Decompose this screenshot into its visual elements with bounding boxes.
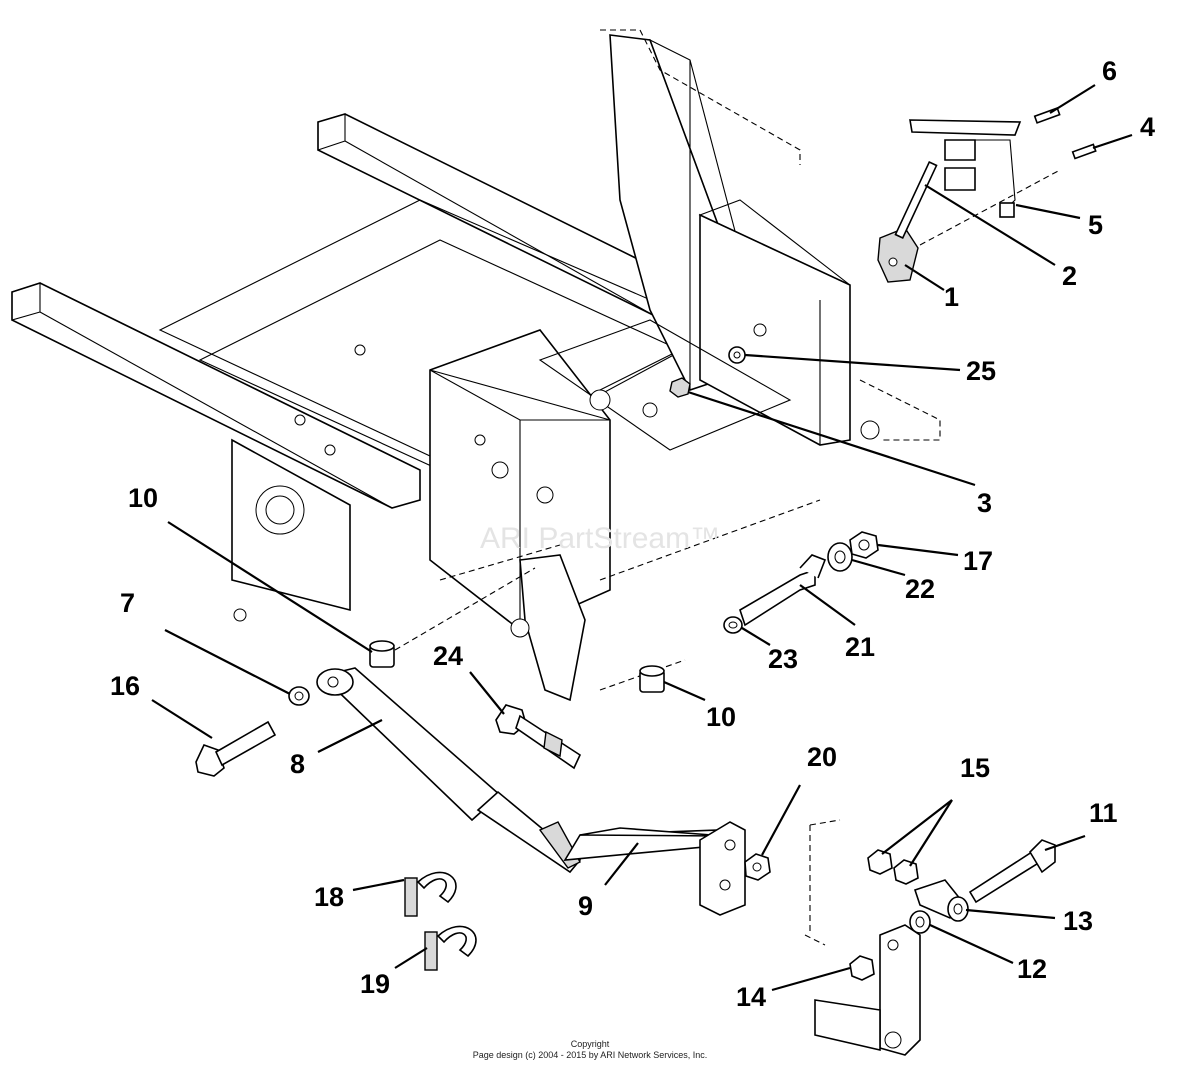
copyright-text: Page design (c) 2004 - 2015 by ARI Netwo… — [473, 1050, 708, 1060]
callout-8[interactable]: 8 — [290, 749, 305, 779]
callout-22[interactable]: 22 — [905, 574, 935, 604]
callout-13[interactable]: 13 — [1063, 906, 1093, 936]
switch-assembly — [877, 107, 1097, 283]
callout-10-lower[interactable]: 10 — [706, 702, 736, 732]
callout-14[interactable]: 14 — [736, 982, 766, 1012]
callout-16[interactable]: 16 — [110, 671, 140, 701]
spacer-10-lower — [639, 665, 665, 693]
watermark: ARI PartStream™ — [480, 522, 720, 555]
callout-17[interactable]: 17 — [963, 546, 993, 576]
callout-3[interactable]: 3 — [977, 488, 992, 518]
linkage-parts — [195, 531, 1056, 1056]
callout-23[interactable]: 23 — [768, 644, 798, 674]
callout-25[interactable]: 25 — [966, 356, 996, 386]
callout-1[interactable]: 1 — [944, 282, 959, 312]
clip-18 — [404, 871, 457, 917]
callout-7[interactable]: 7 — [120, 588, 135, 618]
callout-2[interactable]: 2 — [1062, 261, 1077, 291]
callout-5[interactable]: 5 — [1088, 210, 1103, 240]
callout-15[interactable]: 15 — [960, 753, 990, 783]
callout-20[interactable]: 20 — [807, 742, 837, 772]
clip-19 — [424, 925, 477, 971]
callout-18[interactable]: 18 — [314, 882, 344, 912]
callout-9[interactable]: 9 — [578, 891, 593, 921]
fastener-25-3 — [669, 346, 746, 398]
callout-21[interactable]: 21 — [845, 632, 875, 662]
callout-24[interactable]: 24 — [433, 641, 463, 671]
callouts: 6 4 5 2 1 25 3 17 22 21 23 10 10 7 16 24… — [110, 56, 1155, 1012]
callout-4[interactable]: 4 — [1140, 112, 1155, 142]
callout-6[interactable]: 6 — [1102, 56, 1117, 86]
frame-assembly — [11, 29, 941, 702]
callout-19[interactable]: 19 — [360, 969, 390, 999]
copyright-label: Copyright — [571, 1039, 610, 1049]
callout-10-upper[interactable]: 10 — [128, 483, 158, 513]
callout-11[interactable]: 11 — [1089, 798, 1118, 828]
spacer-10-upper — [369, 640, 395, 668]
leader-lines — [151, 84, 1133, 992]
callout-12[interactable]: 12 — [1017, 954, 1047, 984]
cylinder-8 — [316, 667, 582, 874]
